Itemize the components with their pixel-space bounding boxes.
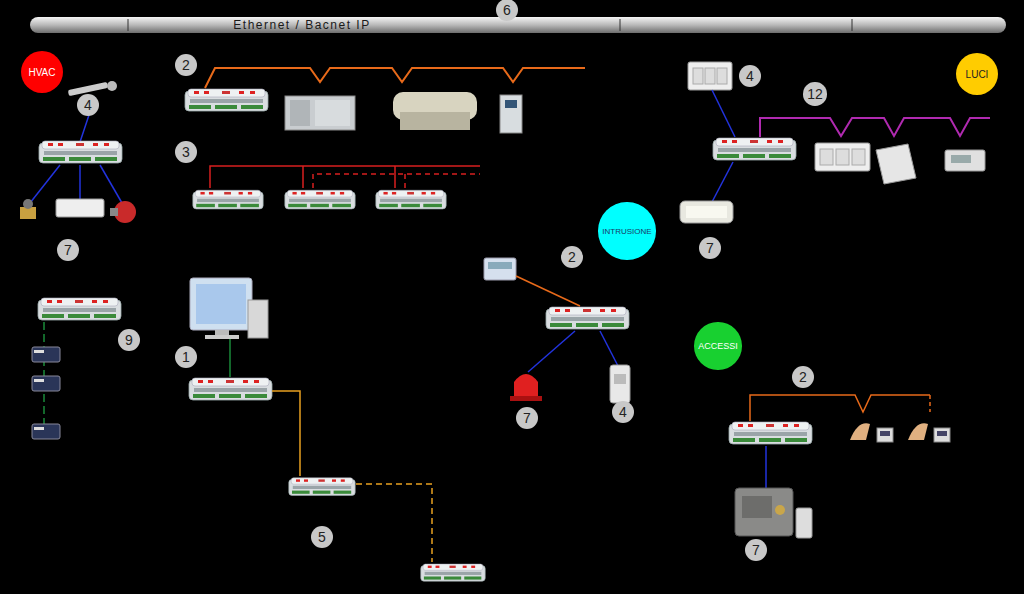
callout-text: 2	[568, 249, 576, 265]
callout-text: 4	[619, 404, 627, 420]
callout-text: 2	[182, 57, 190, 73]
callout-text: 6	[503, 2, 511, 18]
callout-number: 3	[175, 141, 197, 163]
system-badge: INTRUSIONE	[598, 202, 655, 259]
callout-text: 1	[182, 349, 190, 365]
callout-number: 9	[118, 329, 140, 351]
callout-text: 2	[799, 369, 807, 385]
system-badge: LUCI	[956, 53, 998, 95]
callout-number: 2	[792, 366, 814, 388]
callout-text: 7	[523, 410, 531, 426]
callout-number: 7	[516, 407, 538, 429]
callout-number: 4	[739, 65, 761, 87]
callout-number: 4	[77, 94, 99, 116]
system-badge: ACCESSI	[694, 322, 742, 370]
callout-text: 12	[807, 86, 823, 102]
callout-number: 4	[612, 401, 634, 423]
callout-number: 6	[496, 0, 518, 21]
system-badge: HVAC	[21, 51, 63, 93]
node-text: HVAC	[28, 67, 55, 78]
node-text: INTRUSIONE	[602, 227, 651, 236]
callout-text: 7	[706, 240, 714, 256]
callout-number: 7	[57, 239, 79, 261]
callout-number: 2	[561, 246, 583, 268]
callout-number: 1	[175, 346, 197, 368]
callout-text: 7	[64, 242, 72, 258]
node-text: ACCESSI	[698, 341, 738, 351]
node-text: LUCI	[966, 69, 989, 80]
callout-text: 4	[746, 68, 754, 84]
callout-number: 7	[699, 237, 721, 259]
callout-number: 7	[745, 539, 767, 561]
callout-number: 12	[803, 82, 827, 106]
node-text: Ethernet / Bacnet IP	[233, 18, 370, 32]
callout-number: 2	[175, 54, 197, 76]
callout-text: 9	[125, 332, 133, 348]
callout-text: 5	[318, 529, 326, 545]
callout-text: 4	[84, 97, 92, 113]
callout-text: 3	[182, 144, 190, 160]
callout-text: 7	[752, 542, 760, 558]
callout-number: 5	[311, 526, 333, 548]
bus-band: Ethernet / Bacnet IP	[30, 15, 1006, 35]
